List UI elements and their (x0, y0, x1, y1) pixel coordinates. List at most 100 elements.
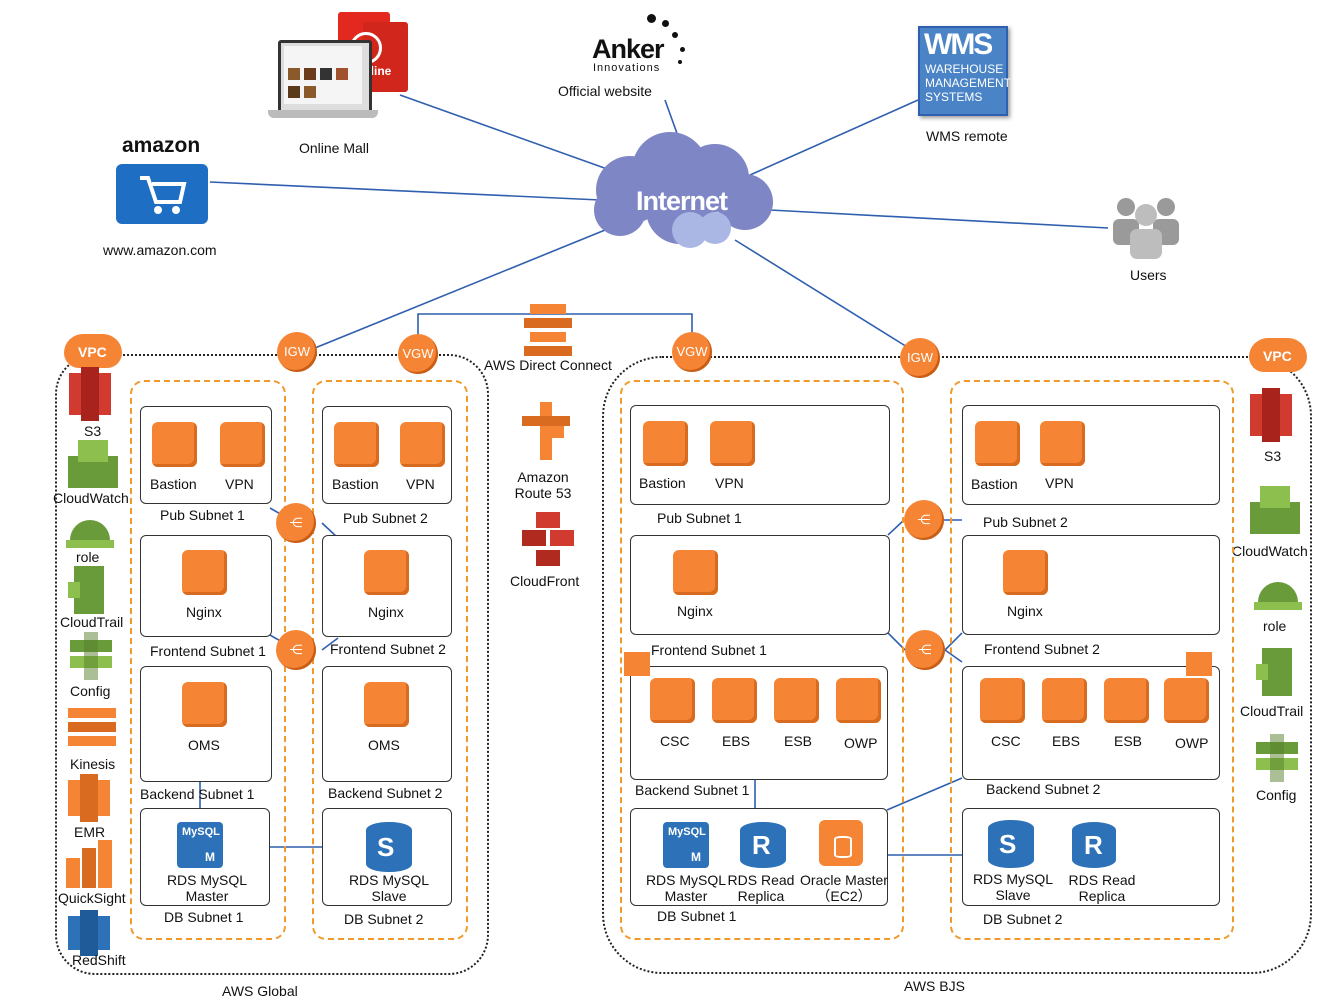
rds-slave-icon: S (988, 820, 1034, 868)
rds-label: RDS Read Replica (727, 872, 795, 904)
rds-label: RDS MySQL Master (166, 872, 248, 904)
online-mall-icon: online (268, 12, 418, 130)
vpc-label: VPC (1263, 348, 1292, 364)
subnet-title: DB Subnet 1 (164, 909, 244, 925)
users-label: Users (1130, 267, 1167, 283)
subnet-title: Backend Subnet 2 (328, 785, 443, 801)
subnet-title: Backend Subnet 2 (986, 781, 1101, 797)
backend-item-label: CSC (991, 733, 1021, 749)
oms-instance-icon (364, 682, 409, 727)
oms-instance-icon (182, 682, 227, 727)
wms-logo-sub: WAREHOUSE MANAGEMENT SYSTEMS (925, 62, 1011, 104)
service-label: S3 (84, 423, 102, 439)
rds-letter: R (1084, 830, 1103, 860)
service-label: role (76, 549, 100, 565)
wms-logo-title: WMS (924, 28, 993, 61)
frontend-subnet-box (630, 535, 890, 635)
subnet-title: Pub Subnet 2 (343, 510, 428, 526)
rds-letter: S (377, 832, 395, 862)
mysql-text: MySQL (668, 826, 706, 838)
vgw-bjs-icon: VGW (672, 332, 712, 372)
redshift-icon (68, 910, 110, 956)
vpc-icon-global: VPC (64, 334, 122, 368)
load-balancer-icon: ⋲ (904, 500, 944, 540)
rds-label: RDS MySQL Slave (972, 871, 1054, 903)
bastion-label: Bastion (150, 476, 197, 492)
az-bjs-2 (950, 380, 1234, 940)
az-bjs-1 (620, 380, 904, 940)
bastion-label: Bastion (639, 475, 686, 491)
bastion-instance-icon (643, 421, 688, 466)
rds-replica-icon: R (740, 822, 786, 868)
kinesis-icon (68, 708, 116, 746)
rds-replica-icon: R (1072, 822, 1116, 868)
vpn-label: VPN (715, 475, 744, 491)
role-icon (1254, 582, 1302, 610)
service-label: EMR (74, 824, 106, 840)
vpc-label: VPC (78, 344, 107, 360)
service-label: CloudTrail (1240, 703, 1304, 719)
subnet-title: DB Subnet 2 (983, 911, 1063, 927)
s3-icon (1250, 388, 1292, 442)
subnet-title: Frontend Subnet 2 (984, 641, 1100, 657)
bastion-label: Bastion (971, 476, 1018, 492)
mysql-m: M (205, 850, 215, 864)
backend-item-label: CSC (660, 733, 690, 749)
cloudwatch-icon (68, 440, 118, 488)
aws-bjs-region (602, 356, 1312, 974)
vpn-label: VPN (225, 476, 254, 492)
vgw-global-icon: VGW (398, 334, 438, 374)
online-mall-label: Online Mall (299, 140, 370, 156)
anker-brand: Anker (592, 34, 665, 64)
service-label: CloudWatch (53, 490, 129, 506)
direct-connect-label: AWS Direct Connect (484, 357, 612, 373)
service-label: Config (70, 683, 111, 699)
rds-label: RDS MySQL Master (645, 872, 727, 904)
mysql-text: MySQL (182, 826, 220, 838)
cloudtrail-icon (1256, 648, 1292, 696)
backend-instance-icon (1104, 678, 1149, 723)
load-balancer-icon: ⋲ (276, 630, 316, 670)
igw-global-icon: IGW (277, 332, 317, 372)
vpn-label: VPN (406, 476, 435, 492)
oracle-ec2-icon (819, 820, 863, 866)
cloudfront-icon (522, 512, 574, 566)
official-website-label: Official website (558, 83, 652, 99)
backend-instance-icon (650, 678, 695, 723)
ip-badge-icon (624, 652, 650, 676)
cloudtrail-icon (68, 566, 104, 614)
service-label: CloudWatch (1232, 543, 1308, 559)
load-balancer-icon: ⋲ (905, 630, 945, 670)
subnet-title: DB Subnet 2 (344, 911, 424, 927)
subnet-title: Pub Subnet 2 (983, 514, 1068, 530)
vpc-icon-bjs: VPC (1249, 338, 1307, 372)
amazon-logo-text: amazon (122, 134, 201, 157)
rds-slave-icon: S (366, 822, 412, 872)
amazon-url-label: www.amazon.com (103, 242, 217, 258)
mysql-m: M (691, 850, 701, 864)
aws-global-label: AWS Global (222, 983, 298, 999)
route53-icon (522, 402, 570, 460)
subnet-title: Backend Subnet 1 (140, 786, 255, 802)
role-icon (66, 520, 114, 548)
service-label: Config (1256, 787, 1297, 803)
backend-instance-icon (1164, 678, 1209, 723)
bastion-label: Bastion (332, 476, 379, 492)
nginx-label: Nginx (368, 604, 404, 620)
service-label: QuickSight (58, 890, 126, 906)
quicksight-icon (66, 840, 112, 888)
route53-label: Amazon Route 53 (514, 469, 572, 501)
cart-icon (140, 176, 187, 214)
service-label: RedShift (72, 952, 126, 968)
vpn-label: VPN (1045, 475, 1074, 491)
backend-item-label: OWP (1175, 735, 1209, 751)
nginx-label: Nginx (1007, 603, 1043, 619)
backend-item-label: EBS (1052, 733, 1081, 749)
aws-bjs-label: AWS BJS (904, 978, 965, 994)
internet-label: Internet (636, 186, 728, 216)
oms-label: OMS (368, 737, 400, 753)
vpn-instance-icon (220, 422, 265, 467)
rds-label: RDS MySQL Slave (348, 872, 430, 904)
nginx-label: Nginx (186, 604, 222, 620)
